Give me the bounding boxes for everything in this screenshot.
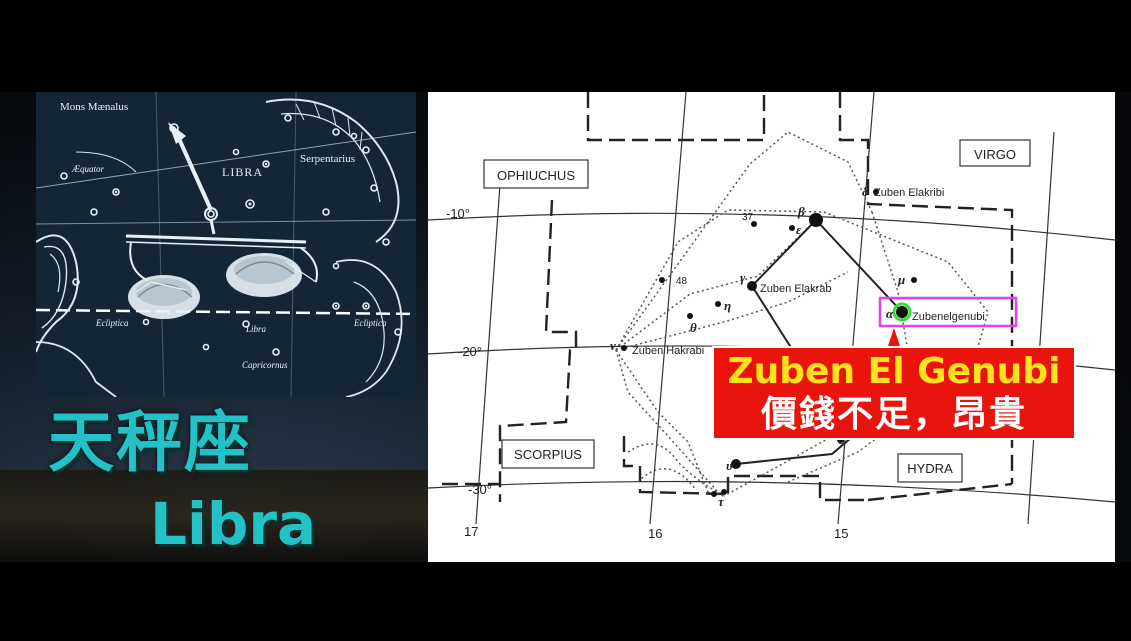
label-ophiuchus: OPHIUCHUS (497, 168, 575, 183)
greek-upsilon: υ (726, 458, 733, 473)
ra-label-16: 16 (648, 526, 662, 541)
greek-gamma: γ (740, 270, 746, 285)
atlas-label-serpentarius: Serpentarius (300, 153, 355, 165)
atlas-label-libra-small: Libra (245, 324, 267, 334)
greek-delta: δ (862, 184, 869, 199)
atlas-label-libra: LIBRA (222, 165, 263, 179)
greek-beta: β (797, 204, 805, 219)
label-zuben-elakrab: Zuben Elakrab (760, 283, 832, 295)
greek-tau: τ (718, 494, 725, 509)
atlas-label-aequator: Æquator (71, 164, 105, 174)
label-zubenelgenubi: Zubenelgenubi (912, 311, 985, 323)
dec-label-minus20: -20° (458, 344, 482, 359)
title-english: Libra (150, 490, 317, 558)
greek-epsilon: ε (796, 222, 802, 237)
label-48: 48 (676, 276, 688, 287)
greek-theta: θ (690, 320, 697, 335)
star-gamma (747, 281, 757, 291)
star-chart: OPHIUCHUS VIRGO SCORPIUS HYDRA -10° -20°… (428, 92, 1115, 562)
atlas-label-ecliptica-right: Ecliptica (353, 318, 387, 328)
star-beta (809, 213, 823, 227)
greek-eta: η (724, 298, 731, 313)
zubenelgenubi-highlight-box (878, 296, 1018, 328)
label-virgo: VIRGO (974, 147, 1016, 162)
label-hydra: HYDRA (907, 461, 953, 476)
callout-star-name: Zuben El Genubi (727, 351, 1061, 392)
atlas-drawing: Mons Mænalus LIBRA Serpentarius Æquator … (36, 92, 416, 397)
greek-mu: μ (897, 272, 905, 287)
dec-label-minus10: -10° (446, 206, 470, 221)
callout-meaning: 價錢不足，昂貴 (760, 394, 1027, 435)
star-upsilon (731, 459, 741, 469)
label-scorpius: SCORPIUS (514, 447, 582, 462)
label-zuben-hakrabi: Zuben Hakrabi (632, 345, 704, 357)
atlas-label-capricornus: Capricornus (242, 360, 288, 370)
background-horizon (0, 470, 430, 562)
zubenelgenubi-marker (892, 302, 912, 322)
label-37: 37 (742, 212, 754, 223)
greek-nu: ν (610, 338, 616, 353)
title-chinese: 天秤座 (48, 404, 252, 481)
atlas-illustration: Mons Mænalus LIBRA Serpentarius Æquator … (36, 92, 416, 397)
label-zuben-elakribi: Zuben Elakribi (874, 187, 944, 199)
dec-label-minus30: -30° (468, 482, 492, 497)
ra-label-15: 15 (834, 526, 848, 541)
star-chart-drawing: OPHIUCHUS VIRGO SCORPIUS HYDRA -10° -20°… (428, 92, 1115, 562)
greek-alpha: α (886, 306, 894, 321)
callout-box: Zuben El Genubi 價錢不足，昂貴 (712, 346, 1076, 440)
star-alpha (896, 306, 908, 318)
atlas-label-ecliptica-left: Ecliptica (95, 318, 129, 328)
atlas-label-mons: Mons Mænalus (60, 101, 128, 113)
ra-label-17: 17 (464, 524, 478, 539)
